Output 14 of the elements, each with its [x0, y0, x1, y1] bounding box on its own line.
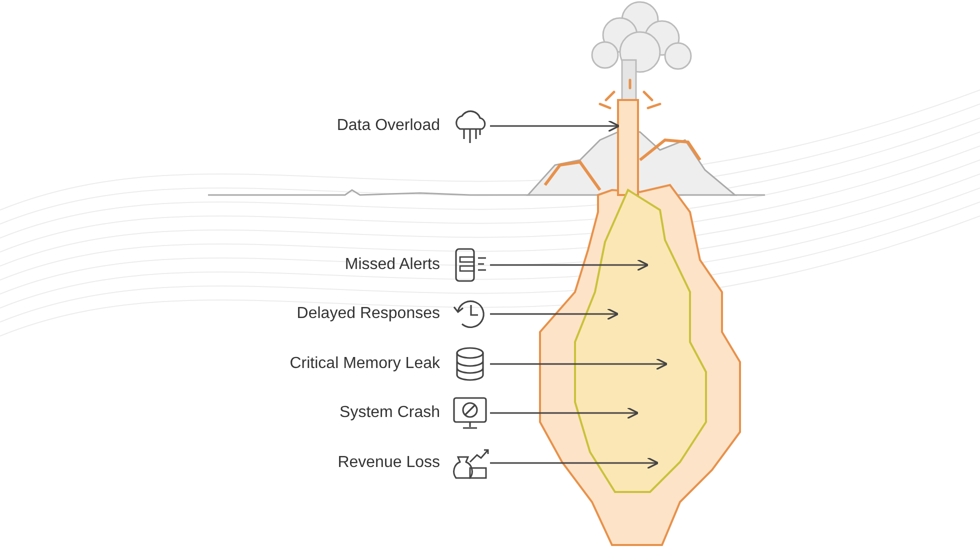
label-text: Delayed Responses	[296, 305, 440, 323]
leader-arrow	[490, 406, 639, 420]
magma-chamber	[574, 188, 707, 493]
label-text: Data Overload	[336, 117, 440, 135]
label-text: System Crash	[340, 404, 440, 422]
leader-arrow	[490, 258, 649, 272]
leader-arrow	[490, 308, 619, 320]
label-text: Revenue Loss	[338, 454, 440, 472]
leader-arrow	[490, 358, 668, 370]
leader-arrow	[490, 456, 659, 470]
label-text: Critical Memory Leak	[290, 355, 440, 373]
leader-arrow	[490, 120, 620, 132]
volcano-vent	[617, 99, 639, 196]
label-text: Missed Alerts	[344, 256, 440, 274]
